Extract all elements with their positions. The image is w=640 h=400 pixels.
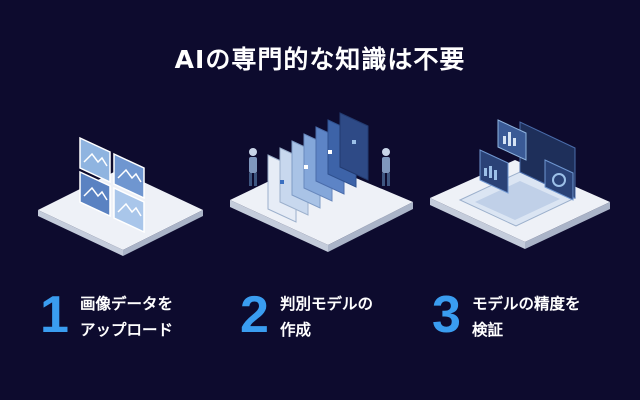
chart-panel-icon xyxy=(497,119,527,161)
step-number: 3 xyxy=(432,286,461,344)
layer-panels xyxy=(267,112,369,223)
step-label-line1: 判別モデルの xyxy=(280,295,374,313)
step-label-line2: 検証 xyxy=(472,321,504,339)
step-label-line1: 画像データを xyxy=(80,295,174,313)
step-label: モデルの精度を 検証 xyxy=(472,291,581,343)
image-tile-icon xyxy=(79,170,111,218)
image-tile-icon xyxy=(113,152,145,200)
step-number: 2 xyxy=(240,286,269,344)
step-label-line2: アップロード xyxy=(80,321,174,339)
gauge-panel-icon xyxy=(544,159,574,201)
step-label-line1: モデルの精度を xyxy=(472,295,581,313)
image-tile-icon xyxy=(79,136,111,184)
model-creation-illustration xyxy=(218,110,418,260)
accuracy-verification-illustration xyxy=(420,110,620,260)
page-title: AIの専門的な知識は不要 xyxy=(174,45,466,74)
person-right-icon xyxy=(382,148,390,186)
step-number: 1 xyxy=(40,286,69,344)
dashboard-panel-icon xyxy=(479,149,509,194)
step-label: 画像データを アップロード xyxy=(80,291,173,343)
step-label-line2: 作成 xyxy=(280,321,312,339)
image-tile-icon xyxy=(113,186,145,234)
image-upload-illustration xyxy=(18,110,218,260)
person-left-icon xyxy=(249,148,257,186)
step-label: 判別モデルの 作成 xyxy=(280,291,373,343)
